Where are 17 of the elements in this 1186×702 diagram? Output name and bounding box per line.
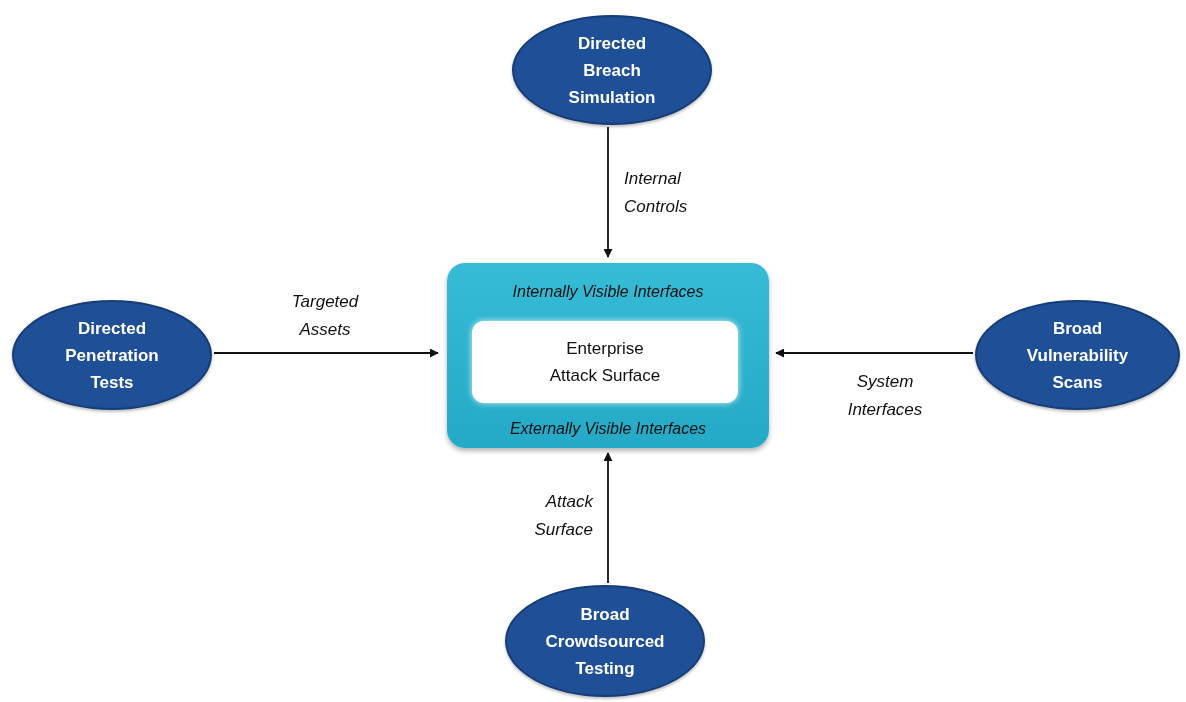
panel-heading: Internally Visible Interfaces [511,283,705,301]
edge-label: Attack Surface [533,491,593,541]
interface-panel [447,263,769,448]
core-label: Enterprise Attack Surface [548,338,662,387]
panel-footer: Externally Visible Interfaces [447,420,769,438]
method-label: Directed Breach Simulation [567,32,657,109]
core-box [472,321,738,403]
method-label: Broad Vulnerability Scans [1025,317,1130,394]
arrow [775,348,974,358]
method-label: Broad Crowdsourced Testing [544,603,666,680]
arrow [603,452,613,584]
arrow [213,348,439,358]
edge-label: Targeted Assets [290,291,360,341]
arrow [603,126,613,258]
method-label: Directed Penetration Tests [64,317,160,394]
edge-label: System Interfaces [846,371,924,421]
edge-label: Internal Controls [624,168,689,218]
